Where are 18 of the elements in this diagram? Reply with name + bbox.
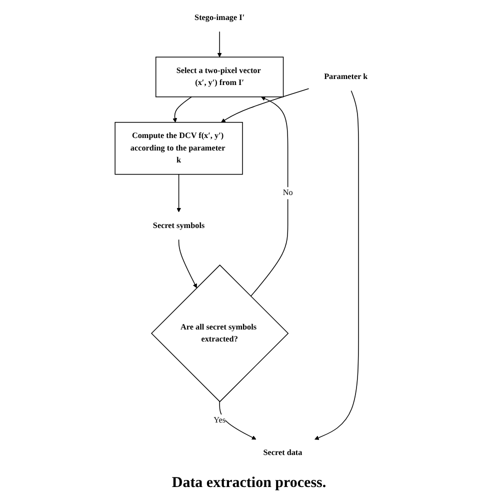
arrow [219,401,256,440]
arrow [220,88,310,123]
caption: Data extraction process. [172,474,326,493]
node-diamond: Are all secret symbols extracted? [150,264,289,402]
node-text: Parameter k [324,72,368,82]
edge-label: No [282,188,293,198]
node-text: Secret data [263,448,302,458]
node-box: Select a two-pixel vector (x′, y′) from I′ [155,56,284,98]
node-text: Secret symbols [152,221,205,230]
arrow [178,239,197,288]
node-text: Stego-image I′ [194,13,245,22]
edge-label: Yes [214,416,226,425]
arrow [176,174,182,212]
arrow [172,96,192,123]
node-box: Compute the DCV f(x′, y′) according to the parameter k [114,122,243,175]
arrow [217,31,222,58]
arrow [250,96,288,297]
arrow [314,90,359,440]
